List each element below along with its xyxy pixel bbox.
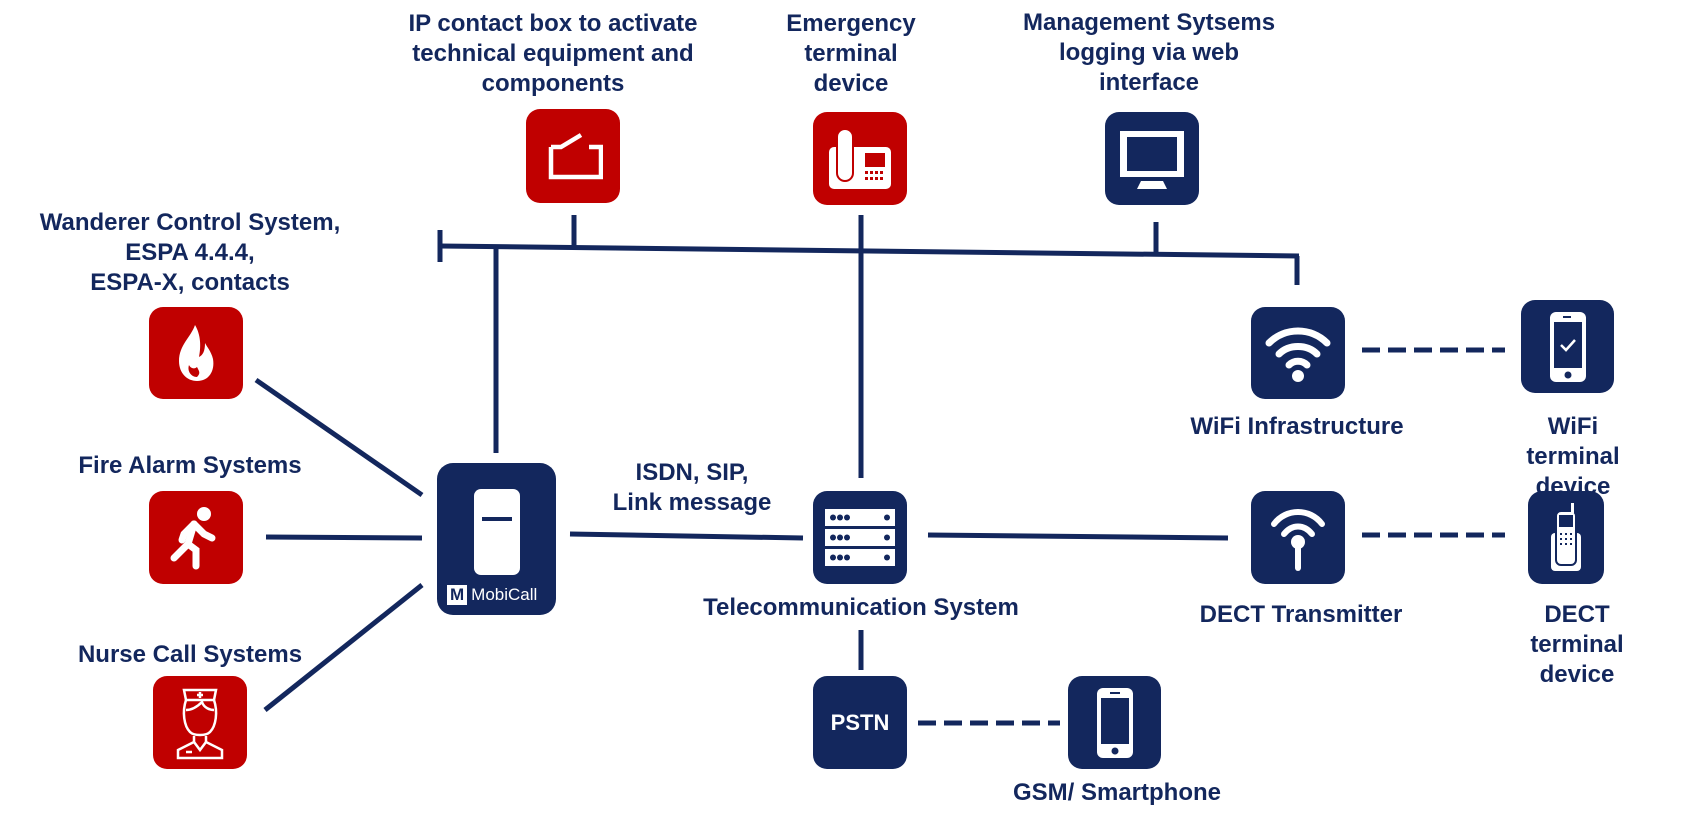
management-label: Management Sytsems logging via web inter… bbox=[1022, 9, 1276, 96]
server-tower-icon bbox=[473, 489, 520, 575]
desk-phone-icon bbox=[829, 127, 891, 189]
telecom-label: Telecommunication System bbox=[703, 594, 1019, 621]
wifi-terminal-label: WiFi terminal device bbox=[1526, 413, 1620, 500]
cordless-phone-icon bbox=[1551, 502, 1581, 571]
link-label-mobicall-telecom: ISDN, SIP, Link message bbox=[612, 459, 772, 516]
gsm-label: GSM/ Smartphone bbox=[1012, 779, 1222, 806]
ip-contact-label: IP contact box to activate technical equ… bbox=[408, 10, 698, 97]
mobicall-logo: M MobiCall bbox=[447, 585, 537, 605]
link-fire-mobicall bbox=[265, 534, 423, 541]
ip-contact-node[interactable] bbox=[526, 109, 620, 203]
wifi-terminal-node[interactable] bbox=[1521, 300, 1614, 393]
dect-transmitter-node[interactable] bbox=[1251, 491, 1345, 584]
mobicall-node[interactable]: M MobiCall bbox=[437, 463, 556, 615]
antenna-icon bbox=[1271, 508, 1325, 571]
link-telecom-dect bbox=[927, 532, 1229, 541]
wifi-icon bbox=[1265, 327, 1331, 382]
fire-alarm-node[interactable] bbox=[149, 491, 243, 584]
smartphone-check-icon bbox=[1549, 311, 1586, 382]
smartphone-icon bbox=[1096, 687, 1133, 758]
walking-person-icon bbox=[170, 506, 216, 569]
nurse-call-node[interactable] bbox=[153, 676, 247, 769]
bus-line bbox=[439, 243, 1300, 259]
wanderer-label: Wanderer Control System, ESPA 4.4.4, ESP… bbox=[39, 209, 341, 296]
nurse-icon bbox=[176, 688, 224, 759]
fire-alarm-label: Fire Alarm Systems bbox=[78, 452, 302, 479]
wifi-infrastructure-label: WiFi Infrastructure bbox=[1190, 413, 1404, 440]
dect-terminal-label: DECT terminal device bbox=[1530, 601, 1624, 688]
pstn-node[interactable]: PSTN bbox=[813, 676, 907, 769]
mobicall-m-icon: M bbox=[447, 585, 468, 605]
wanderer-node[interactable] bbox=[149, 307, 243, 399]
emergency-label: Emergency terminal device bbox=[786, 10, 916, 97]
link-wanderer-mobicall bbox=[254, 377, 424, 498]
dect-terminal-node[interactable] bbox=[1528, 491, 1604, 584]
gsm-node[interactable] bbox=[1068, 676, 1161, 769]
pstn-box-text: PSTN bbox=[830, 709, 890, 735]
telecom-node[interactable] bbox=[813, 491, 907, 584]
management-node[interactable] bbox=[1105, 112, 1199, 205]
nurse-call-label: Nurse Call Systems bbox=[77, 641, 303, 668]
server-rack-icon bbox=[825, 508, 895, 566]
wifi-infrastructure-node[interactable] bbox=[1251, 307, 1345, 399]
link-mobicall-telecom bbox=[569, 531, 804, 541]
contact-switch-icon bbox=[548, 133, 603, 180]
link-nurse-mobicall bbox=[263, 583, 424, 712]
monitor-icon bbox=[1120, 130, 1184, 189]
flame-icon bbox=[179, 325, 214, 381]
dect-transmitter-label: DECT Transmitter bbox=[1199, 601, 1403, 628]
mobicall-label: MobiCall bbox=[471, 585, 538, 604]
emergency-node[interactable] bbox=[813, 112, 907, 205]
